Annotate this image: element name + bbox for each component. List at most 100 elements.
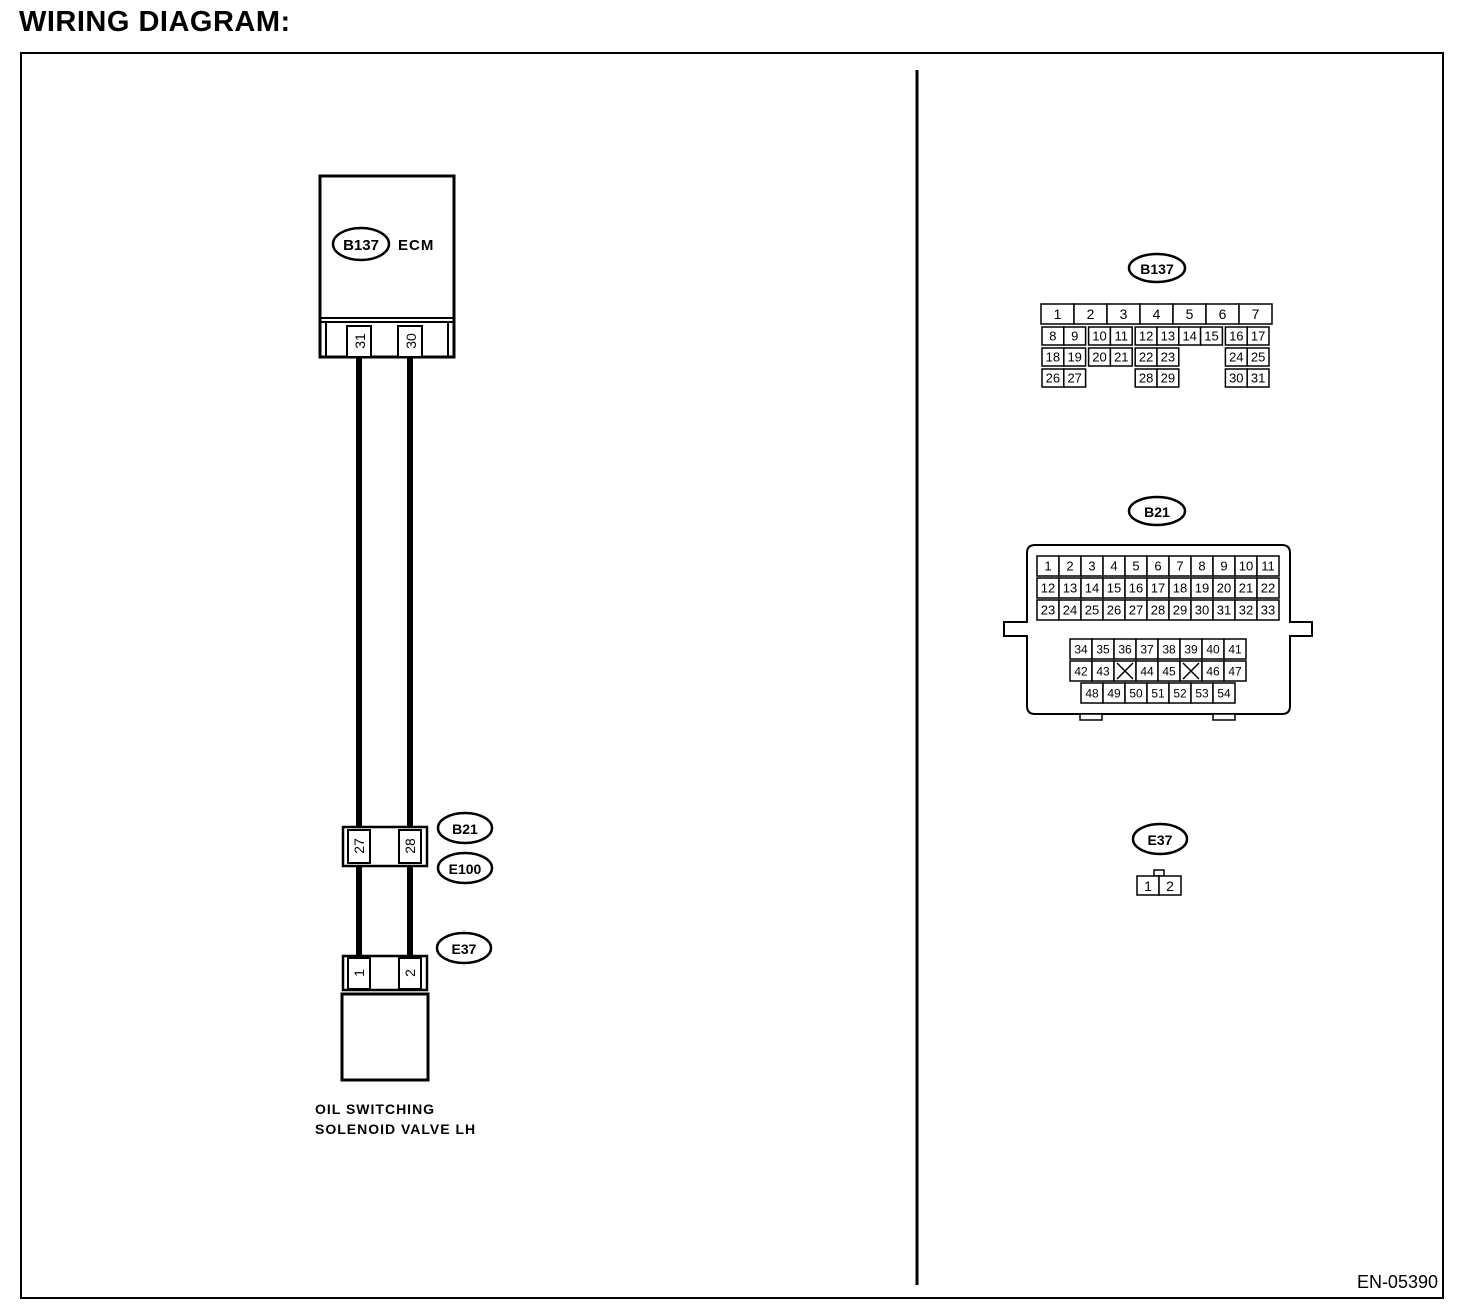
svg-text:4: 4 xyxy=(1110,559,1117,574)
b21-pin-22: 22 xyxy=(1256,577,1280,599)
b21-badge xyxy=(436,811,494,845)
e37-view-label: E37 xyxy=(1148,832,1173,848)
svg-text:18: 18 xyxy=(1046,350,1060,365)
svg-text:6: 6 xyxy=(1219,306,1227,322)
svg-text:24: 24 xyxy=(1229,350,1243,365)
ecm-connector-badge xyxy=(331,226,391,262)
svg-text:54: 54 xyxy=(1217,686,1231,700)
e37-view-pin-2-cell xyxy=(1158,875,1182,896)
b21-pin-44: 44 xyxy=(1135,660,1159,682)
joint-pin-28: 28 xyxy=(402,838,418,854)
svg-text:27: 27 xyxy=(1129,603,1143,618)
b21-pin-20: 20 xyxy=(1212,577,1236,599)
e37-label: E37 xyxy=(452,941,477,957)
svg-text:5: 5 xyxy=(1186,306,1194,322)
b21-pin-32: 32 xyxy=(1234,599,1258,621)
e37-view-pin-1: 1 xyxy=(1144,878,1152,894)
b21-pin-36: 36 xyxy=(1113,638,1137,660)
b137-pin-10: 10 xyxy=(1087,326,1112,346)
e37-key xyxy=(1153,869,1165,877)
svg-text:27: 27 xyxy=(1067,371,1081,386)
b137-view-badge xyxy=(1127,252,1187,284)
svg-text:19: 19 xyxy=(1067,350,1081,365)
b137-pin-25: 25 xyxy=(1246,347,1270,367)
b21-pin-52: 52 xyxy=(1168,682,1192,704)
svg-text:39: 39 xyxy=(1184,642,1198,656)
svg-text:14: 14 xyxy=(1182,329,1196,344)
diagram-frame xyxy=(20,52,1444,1299)
svg-text:18: 18 xyxy=(1173,581,1187,596)
b21-pin-15: 15 xyxy=(1102,577,1126,599)
b21-pin-40: 40 xyxy=(1201,638,1225,660)
b137-pin-24: 24 xyxy=(1224,347,1248,367)
svg-text:23: 23 xyxy=(1161,350,1175,365)
b21-pin-18: 18 xyxy=(1168,577,1192,599)
svg-text:52: 52 xyxy=(1173,686,1187,700)
e37-view-pin-2: 2 xyxy=(1166,878,1174,894)
svg-text:21: 21 xyxy=(1114,350,1128,365)
b21-view-badge xyxy=(1127,495,1187,527)
b21-pin-53: 53 xyxy=(1190,682,1214,704)
b21-pin-30: 30 xyxy=(1190,599,1214,621)
svg-text:3: 3 xyxy=(1120,306,1128,322)
b21-pin-9: 9 xyxy=(1212,555,1236,577)
svg-text:9: 9 xyxy=(1071,329,1078,344)
solenoid-pin-1-cell xyxy=(347,957,371,990)
b137-pin-14: 14 xyxy=(1178,326,1202,346)
b21-pin-54: 54 xyxy=(1212,682,1236,704)
b21-pin-8: 8 xyxy=(1190,555,1214,577)
svg-text:7: 7 xyxy=(1176,559,1183,574)
svg-text:17: 17 xyxy=(1251,329,1265,344)
b21-blocked-cavity xyxy=(1179,660,1203,682)
svg-text:38: 38 xyxy=(1162,642,1176,656)
svg-text:35: 35 xyxy=(1096,642,1110,656)
solenoid-body xyxy=(340,992,430,1082)
b137-pin-7: 7 xyxy=(1238,303,1273,325)
b137-pin-4: 4 xyxy=(1139,303,1174,325)
svg-text:28: 28 xyxy=(1151,603,1165,618)
svg-text:43: 43 xyxy=(1096,664,1110,678)
solenoid-valve: 1 2 E37 OIL SWITCHING SOLENOID VALVE LH xyxy=(315,931,493,1137)
b137-pin-15: 15 xyxy=(1199,326,1224,346)
b21-pin-41: 41 xyxy=(1223,638,1247,660)
b21-pin-28: 28 xyxy=(1146,599,1170,621)
svg-text:16: 16 xyxy=(1129,581,1143,596)
b137-pin-28: 28 xyxy=(1134,368,1158,388)
svg-text:8: 8 xyxy=(1198,559,1205,574)
svg-text:4: 4 xyxy=(1153,306,1161,322)
b21-pin-39: 39 xyxy=(1179,638,1203,660)
svg-text:2: 2 xyxy=(1066,559,1073,574)
b137-pin-20: 20 xyxy=(1087,347,1112,367)
svg-text:5: 5 xyxy=(1132,559,1139,574)
b137-pin-19: 19 xyxy=(1063,347,1087,367)
b21-pin-11: 11 xyxy=(1256,555,1280,577)
svg-text:1: 1 xyxy=(1044,559,1051,574)
b137-view-label: B137 xyxy=(1140,261,1174,277)
svg-text:31: 31 xyxy=(1251,371,1265,386)
b21-pin-43: 43 xyxy=(1091,660,1115,682)
b137-pin-1: 1 xyxy=(1040,303,1075,325)
b21-pin-13: 13 xyxy=(1058,577,1082,599)
svg-text:30: 30 xyxy=(1195,603,1209,618)
svg-text:2: 2 xyxy=(1087,306,1095,322)
ecm-pin-30-cell xyxy=(397,325,423,358)
b137-pin-31: 31 xyxy=(1246,368,1270,388)
svg-text:8: 8 xyxy=(1049,329,1056,344)
svg-text:22: 22 xyxy=(1261,581,1275,596)
b137-pin-18: 18 xyxy=(1041,347,1065,367)
b21-pin-17: 17 xyxy=(1146,577,1170,599)
svg-text:51: 51 xyxy=(1151,686,1165,700)
joint-pin-28-cell xyxy=(398,829,422,864)
svg-text:10: 10 xyxy=(1092,329,1106,344)
e37-badge xyxy=(435,931,493,965)
b21-pin-3: 3 xyxy=(1080,555,1104,577)
svg-text:14: 14 xyxy=(1085,581,1099,596)
ecm-pin-31: 31 xyxy=(352,333,368,349)
svg-text:44: 44 xyxy=(1140,664,1154,678)
svg-text:48: 48 xyxy=(1085,686,1099,700)
b21-latch-left xyxy=(1079,713,1103,721)
svg-text:15: 15 xyxy=(1107,581,1121,596)
b21-pin-46: 46 xyxy=(1201,660,1225,682)
